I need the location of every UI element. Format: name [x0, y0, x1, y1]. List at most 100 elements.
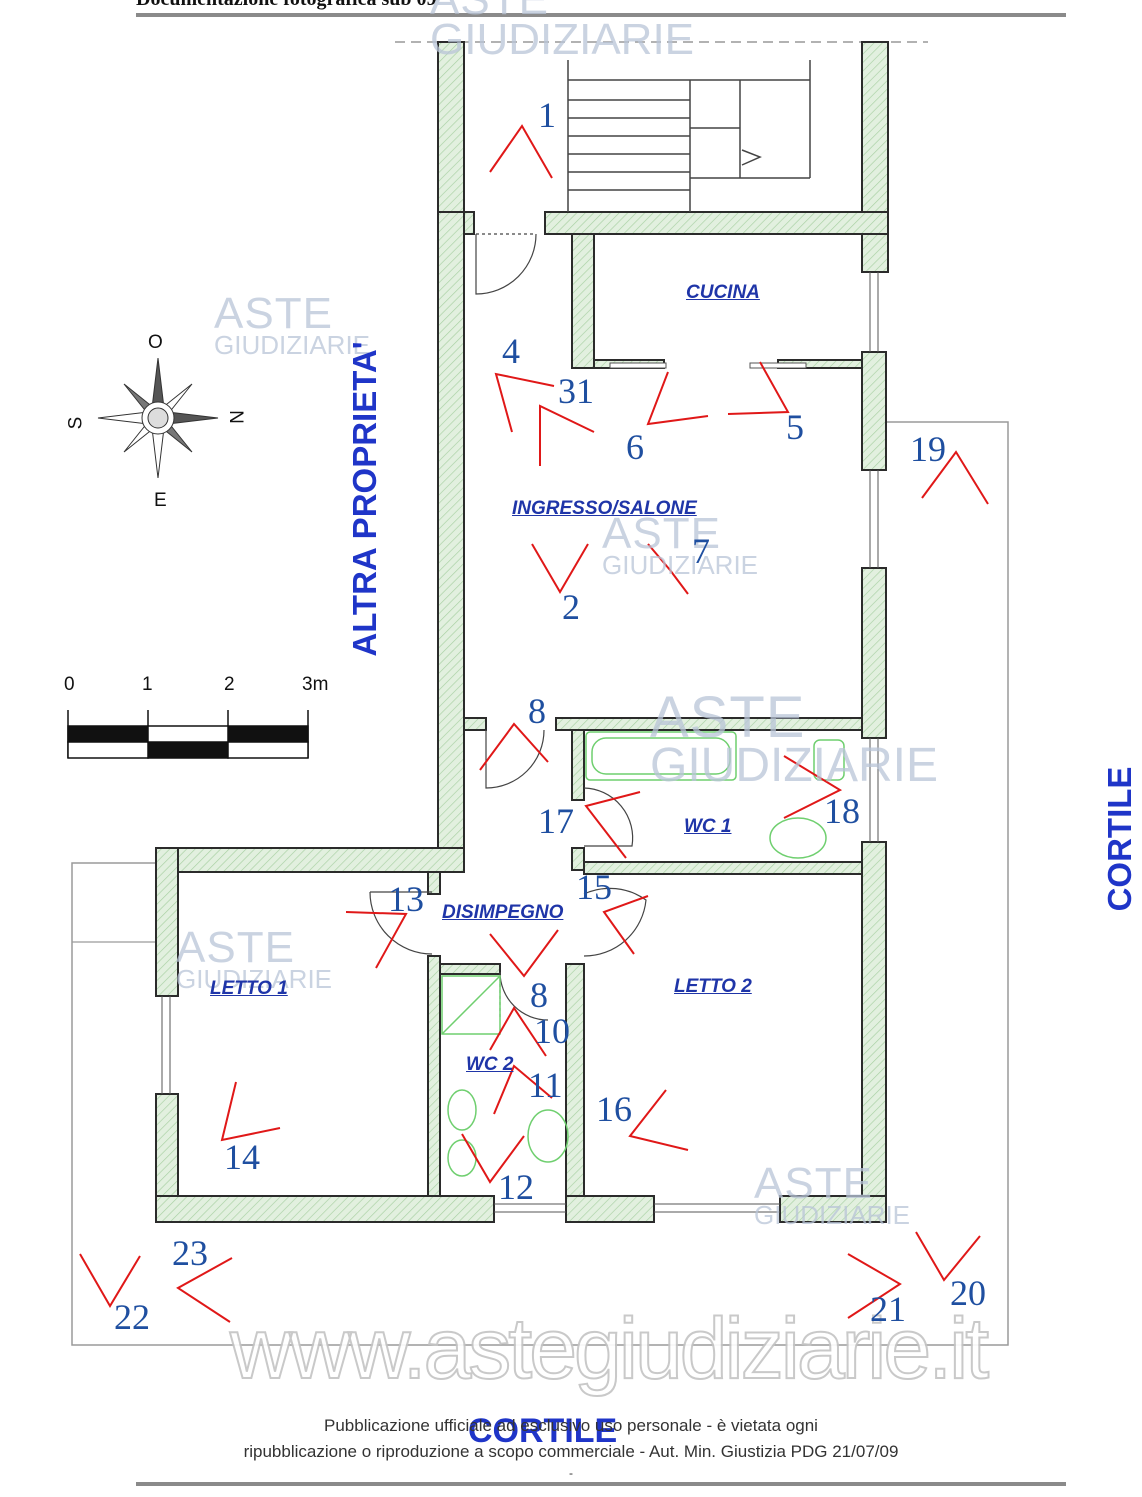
wall-bedroom1-top: [155, 847, 465, 873]
room-letto1: LETTO 1: [210, 978, 288, 999]
walls: [155, 41, 889, 1223]
watermark-site: www.astegiudiziarie.it: [229, 1300, 990, 1398]
label-other-property: ALTRA PROPRIETA': [346, 341, 383, 657]
wall-bedroom1-left-top: [155, 847, 179, 997]
view-mark-12: [461, 1133, 525, 1184]
photo-point-12: 12: [498, 1167, 534, 1207]
compass-north: N: [224, 410, 246, 424]
wall-bedroom1-right: [427, 955, 441, 1197]
label-courtyard-bottom: CORTILE: [468, 1412, 618, 1450]
wall-kitchen-left: [571, 233, 595, 369]
wall-stub-mid: [427, 871, 441, 895]
wall-right-3: [861, 841, 887, 1223]
wall-stair-left: [437, 41, 465, 213]
photo-point-10: 10: [534, 1011, 570, 1051]
view-mark-2: [531, 543, 589, 594]
view-mark-5: [727, 361, 790, 415]
view-mark-10: [489, 1006, 547, 1057]
sink-wc2: [527, 1109, 569, 1163]
view-mark-16: [628, 1089, 689, 1151]
scale-label-1: 1: [142, 674, 153, 695]
compass-rose-icon: [97, 357, 219, 479]
view-mark-1: [489, 124, 553, 179]
view-mark-6: [646, 371, 709, 426]
view-mark-8a: [479, 722, 549, 771]
room-wc2: WC 2: [466, 1054, 514, 1075]
wall-bath1-top: [555, 717, 863, 731]
photo-point-2: 2: [562, 587, 580, 627]
wall-bath1-left-low: [571, 847, 585, 871]
footer-rule: [136, 1482, 1066, 1486]
scale-label-2: 2: [224, 674, 235, 695]
wall-right-2: [861, 567, 887, 739]
photo-point-20: 20: [950, 1273, 986, 1313]
wall-bottom-left: [155, 1195, 495, 1223]
footer-dash: -: [569, 1466, 573, 1480]
courtyard-outline-right: [71, 421, 1009, 1346]
view-mark-13: [345, 911, 408, 969]
scale-bar: [67, 710, 309, 759]
room-wc1: WC 1: [684, 816, 732, 837]
photo-point-23: 23: [172, 1233, 208, 1273]
wall-bath2-top: [439, 963, 501, 975]
room-letto2: LETTO 2: [674, 976, 752, 997]
room-cucina: CUCINA: [686, 282, 760, 303]
wall-under-stairs: [544, 211, 889, 235]
photo-point-19: 19: [910, 429, 946, 469]
wall-bottom-mid: [565, 1195, 655, 1223]
photo-point-14: 14: [224, 1137, 260, 1177]
label-courtyard-right: CORTILE: [1101, 766, 1138, 912]
photo-point-16: 16: [596, 1089, 632, 1129]
view-mark-22: [79, 1253, 141, 1308]
view-mark-19: [921, 450, 989, 505]
view-mark-7: [647, 543, 689, 595]
footer-line-1: Pubblicazione ufficiale ad esclusivo uso…: [324, 1416, 818, 1435]
view-mark-4: [494, 372, 555, 433]
view-mark-15: [602, 895, 649, 955]
view-mark-18: [783, 755, 843, 819]
view-mark-20: [915, 1231, 981, 1282]
compass-south: S: [65, 416, 87, 430]
photo-point-8b: 8: [530, 975, 548, 1015]
photo-point-31: 31: [558, 371, 594, 411]
shower: [441, 975, 501, 1035]
footer-line-2: ripubblicazione o riproduzione a scopo c…: [243, 1442, 899, 1461]
wall-bath2-right: [565, 963, 585, 1197]
wall-stair-right: [861, 41, 889, 273]
photo-point-7: 7: [692, 531, 710, 571]
room-disimpegno: DISIMPEGNO: [442, 902, 564, 923]
view-marks: [79, 124, 989, 1323]
room-ingresso-salone: INGRESSO/SALONE: [512, 498, 697, 519]
view-mark-21: [847, 1253, 902, 1319]
fixtures: [441, 731, 845, 1177]
header-rule: [136, 13, 1066, 17]
document-header: Documentazione fotografica sub 09: [136, 0, 437, 11]
photo-point-4: 4: [502, 331, 520, 371]
sink-wc1: [769, 817, 827, 859]
wall-left-long: [437, 211, 465, 853]
wall-stub-8: [463, 717, 487, 731]
photo-point-6: 6: [626, 427, 644, 467]
compass-east: E: [154, 490, 167, 511]
view-mark-14: [220, 1081, 281, 1142]
view-mark-11: [493, 1064, 553, 1115]
photo-point-5: 5: [786, 407, 804, 447]
bathtub: [585, 731, 737, 781]
view-mark-8b: [489, 929, 559, 978]
bidet: [447, 1089, 477, 1131]
compass-west: O: [148, 332, 163, 353]
wall-bath1-left: [571, 729, 585, 801]
staircase: [567, 60, 811, 212]
scale-label-3m: 3m: [302, 674, 329, 695]
photo-point-21: 21: [870, 1289, 906, 1329]
view-mark-23: [176, 1257, 233, 1323]
photo-point-15: 15: [576, 867, 612, 907]
photo-point-11: 11: [528, 1065, 563, 1105]
